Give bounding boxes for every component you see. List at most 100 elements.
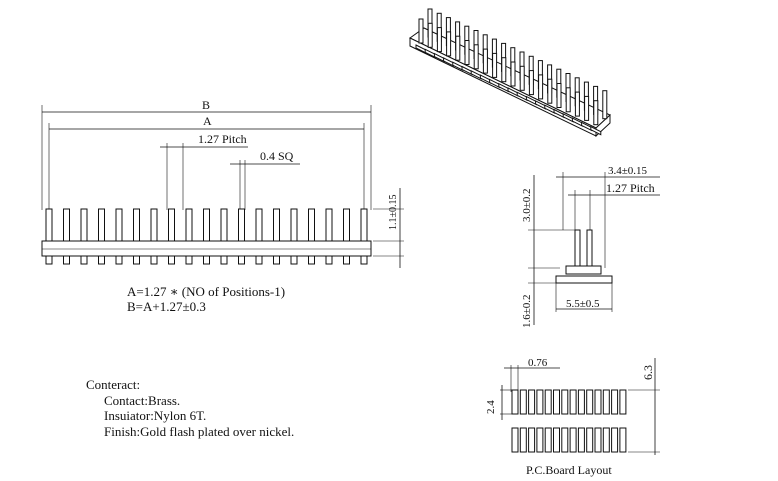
pcb-pad-top [544, 389, 552, 415]
front-pin [290, 208, 298, 242]
pcb-pad-bottom [528, 427, 536, 453]
front-pin [45, 208, 53, 242]
side-pin-left [574, 229, 581, 271]
front-pin [133, 208, 140, 242]
front-pin-tail [325, 255, 333, 265]
side-view: 3.4±0.15 1.27 Pitch 3.0±0.2 1.6±0.2 5.5±… [521, 165, 660, 328]
front-pin [63, 208, 70, 242]
front-pin-tail [308, 255, 315, 265]
front-pin [115, 208, 123, 242]
front-pin [360, 208, 368, 242]
iso-pin-front [455, 35, 461, 61]
front-pin-tail [63, 255, 70, 265]
pcb-pad-bottom [594, 427, 602, 453]
iso-pin-front [565, 87, 571, 113]
front-pin-tail [45, 255, 53, 265]
front-pin-tail [168, 255, 175, 265]
front-pin-tail [238, 255, 245, 265]
pcb-pad-bottom [511, 427, 519, 453]
pcb-pad-bottom [536, 427, 544, 453]
front-pin [203, 208, 210, 242]
side-base-height-label: 1.6±0.2 [521, 294, 533, 328]
pcb-pad-bottom [519, 427, 527, 453]
pcb-pad-top [553, 389, 560, 415]
isometric-view [409, 8, 611, 138]
pcb-pad-bottom [611, 427, 619, 453]
front-pin [185, 208, 193, 242]
pcb-layout: 0.76 2.4 6.3 P.C.Board Layout [485, 357, 660, 477]
front-view: B A 1.27 Pitch 0.4 SQ 1.1±0.15 [41, 98, 404, 268]
front-pin [273, 208, 280, 242]
front-pin [220, 208, 228, 242]
side-pin-height-label: 3.0±0.2 [521, 188, 533, 222]
front-pins [45, 208, 368, 265]
side-width-label: 3.4±0.15 [608, 165, 648, 177]
iso-pin-front [473, 44, 479, 70]
pcb-pad-top [528, 389, 536, 415]
front-pin-tail [273, 255, 280, 265]
iso-pin-front [574, 91, 580, 117]
pcb-pad-top [594, 389, 602, 415]
pcb-pad-top [619, 389, 627, 415]
iso-pin-front [510, 61, 516, 87]
iso-pin-front [446, 31, 452, 57]
front-pin [168, 208, 175, 242]
front-pin [255, 208, 263, 242]
pcb-pads [511, 389, 627, 453]
pad-width-label: 0.76 [528, 357, 548, 369]
iso-pin-front [436, 27, 442, 53]
front-pin-tail [343, 255, 350, 265]
iso-pin-front [427, 22, 433, 48]
front-pin-tail [220, 255, 228, 265]
front-pin [325, 208, 333, 242]
note-insulator: Insuiator:Nylon 6T. [104, 408, 207, 423]
pcb-caption: P.C.Board Layout [526, 463, 612, 477]
pcb-pad-top [611, 389, 619, 415]
pin-size-label: 0.4 SQ [260, 149, 294, 163]
formulas: A=1.27 ∗ (NO of Positions-1) B=A+1.27±0.… [127, 284, 285, 314]
notes-heading: Conteract: [86, 377, 141, 392]
iso-pin-front [584, 95, 590, 121]
side-body [565, 265, 602, 275]
front-pin [238, 208, 245, 242]
iso-pin-front [528, 70, 534, 96]
label-a: A [203, 114, 212, 128]
front-pin-tail [185, 255, 193, 265]
front-pin-tail [255, 255, 263, 265]
pcb-pad-top [519, 389, 527, 415]
iso-pin-front [556, 83, 562, 108]
pcb-pad-top [602, 389, 610, 415]
side-pitch-label: 1.27 Pitch [606, 181, 655, 195]
front-pin-tail [360, 255, 368, 265]
iso-pin-front [593, 100, 599, 126]
front-pin-tail [203, 255, 210, 265]
label-b: B [202, 98, 210, 112]
iso-pin-front [501, 57, 507, 83]
front-pin-tail [98, 255, 105, 265]
front-pin [80, 208, 88, 242]
front-pin-tail [115, 255, 123, 265]
note-contact: Contact:Brass. [104, 392, 181, 408]
foot-width-label: 5.5±0.5 [566, 298, 600, 310]
iso-pin-front [464, 40, 470, 65]
front-pin [98, 208, 105, 242]
pcb-pad-bottom [544, 427, 552, 453]
front-pin-tail [150, 255, 158, 265]
iso-pin-back [602, 90, 608, 120]
pin-height-label: 1.1±0.15 [388, 195, 399, 231]
front-pin-tail [133, 255, 140, 265]
iso-pin-front [492, 52, 498, 78]
pcb-pad-bottom [553, 427, 560, 453]
total-height-label: 6.3 [641, 365, 655, 380]
side-pin-right [586, 229, 593, 271]
side-foot [555, 275, 613, 284]
formula-a: A=1.27 ∗ (NO of Positions-1) [127, 284, 286, 299]
iso-pin-front [519, 65, 525, 91]
iso-pin-front [418, 18, 424, 44]
front-pin [308, 208, 315, 242]
iso-pin-front [538, 74, 544, 100]
iso-pin-front [482, 48, 488, 74]
pcb-pad-top [561, 389, 569, 415]
pcb-pad-top [586, 389, 594, 415]
